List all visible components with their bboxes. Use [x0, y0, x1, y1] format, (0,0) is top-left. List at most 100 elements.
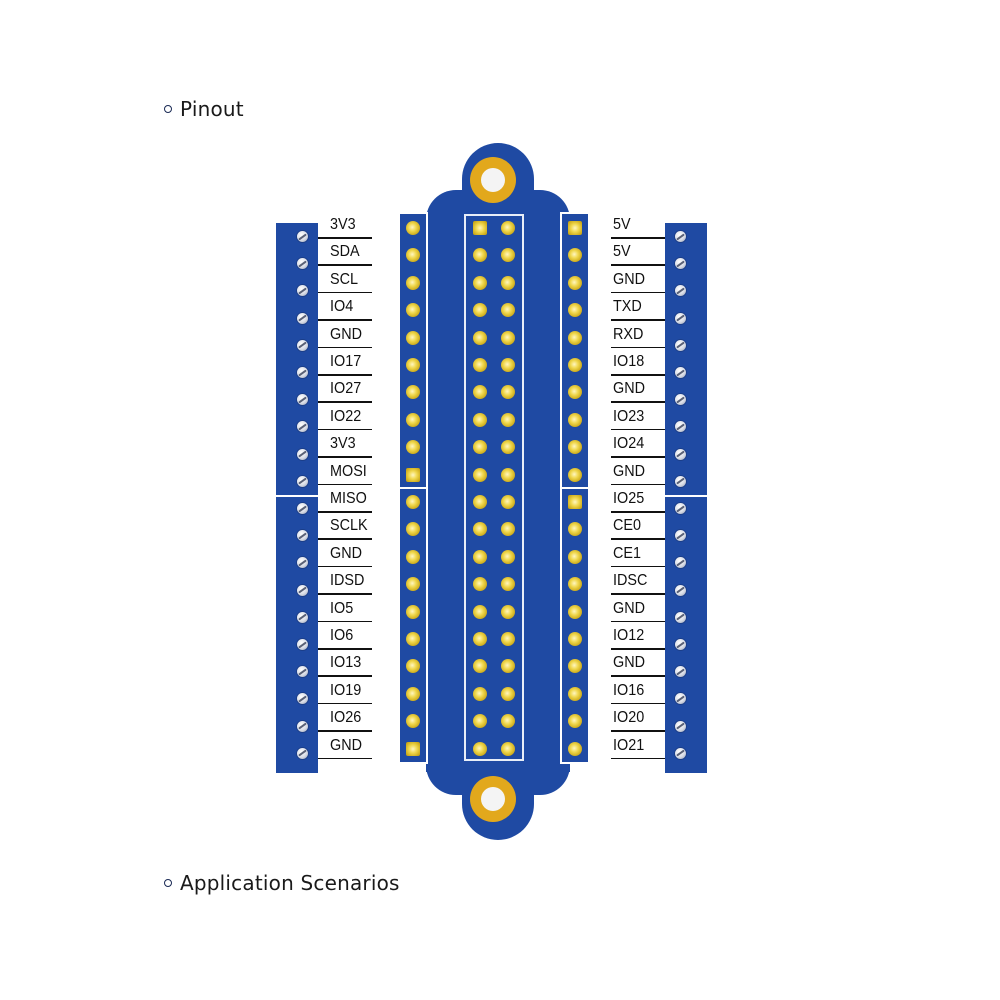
- left-label-leader-line: [318, 374, 372, 376]
- right-pin-label: GND: [613, 270, 646, 288]
- center-header-pin: [473, 549, 487, 564]
- center-header-pin: [501, 467, 515, 482]
- left-pin-label: SCL: [330, 270, 359, 288]
- left-header-pin: [406, 686, 420, 701]
- right-header-pin: [568, 440, 582, 455]
- center-header-pin: [473, 275, 487, 290]
- right-pin-label: GND: [613, 654, 646, 672]
- center-header-pin: [473, 495, 487, 509]
- left-header-pin: [406, 632, 420, 646]
- right-header-pin: [568, 522, 582, 537]
- center-header-pin: [501, 577, 515, 592]
- left-header-pin: [406, 248, 420, 263]
- center-header-pin: [501, 714, 515, 729]
- left-pin-label: IO26: [330, 709, 362, 727]
- left-pin-label: 3V3: [330, 216, 356, 233]
- left-header-pin: [406, 275, 420, 290]
- center-header-pin: [473, 412, 487, 427]
- right-pin-label: GND: [613, 380, 646, 398]
- right-label-leader-line: [611, 401, 665, 403]
- left-header-pin: [406, 577, 420, 592]
- left-label-leader-line: [318, 511, 372, 513]
- right-screw-terminal-top: [665, 223, 707, 495]
- right-pin-label: GND: [613, 462, 646, 480]
- center-header-pin: [501, 248, 515, 263]
- right-header-pin: [568, 248, 582, 263]
- left-label-leader-line: [318, 401, 372, 403]
- left-pin-label: SDA: [330, 243, 360, 261]
- left-header-pin: [406, 221, 420, 235]
- left-pin-label: GND: [330, 544, 363, 562]
- center-header-pin: [473, 467, 487, 482]
- left-pin-label: SCLK: [330, 517, 368, 535]
- right-header-pin: [568, 412, 582, 427]
- center-header-pin: [501, 358, 515, 372]
- right-label-leader-line: [611, 538, 665, 540]
- right-label-leader-line: [611, 620, 665, 623]
- center-header-pin: [473, 741, 487, 756]
- right-label-leader-line: [611, 264, 665, 266]
- pinout-heading: Pinout: [164, 97, 244, 121]
- center-header-pin: [501, 303, 515, 318]
- center-header-pin: [501, 659, 515, 674]
- left-label-leader-line: [318, 648, 372, 650]
- right-pin-label: IO18: [613, 353, 645, 370]
- left-header-pin: [406, 330, 420, 345]
- left-header-pin: [406, 604, 420, 619]
- left-header-pin: [406, 741, 420, 756]
- right-header-pin: [568, 604, 582, 619]
- left-label-leader-line: [318, 291, 372, 294]
- bullet-icon: [164, 104, 172, 113]
- right-screw-terminal-bottom: [665, 497, 707, 773]
- center-header-pin: [501, 686, 515, 701]
- center-header-pin: [501, 330, 515, 345]
- center-header-pin: [501, 385, 515, 400]
- right-label-leader-line: [611, 702, 665, 705]
- left-label-leader-line: [318, 319, 372, 321]
- right-label-leader-line: [611, 291, 665, 294]
- center-header-pin: [473, 330, 487, 345]
- left-label-leader-line: [318, 593, 372, 595]
- left-pin-label: GND: [330, 325, 363, 343]
- left-pin-label: IO6: [330, 627, 354, 644]
- left-pin-label: MISO: [330, 490, 367, 507]
- left-header-pin: [406, 522, 420, 537]
- left-header-pin: [406, 467, 420, 482]
- center-header-outline: [464, 214, 524, 761]
- left-header-pin: [406, 440, 420, 455]
- right-header-pin: [568, 358, 582, 372]
- left-label-leader-line: [318, 237, 372, 239]
- center-header-pin: [473, 577, 487, 592]
- left-label-leader-line: [318, 264, 372, 266]
- center-header-pin: [473, 385, 487, 400]
- left-label-leader-line: [318, 730, 372, 732]
- pinout-heading-text: Pinout: [180, 97, 244, 121]
- right-label-leader-line: [611, 757, 665, 760]
- center-header-pin: [473, 659, 487, 674]
- right-header-pin: [568, 577, 582, 592]
- left-header-pin: [406, 549, 420, 564]
- pcb-body: [426, 212, 570, 772]
- left-pin-label: IO13: [330, 654, 362, 672]
- right-label-leader-line: [611, 565, 665, 568]
- center-header-pin: [473, 303, 487, 318]
- left-pin-label: IO4: [330, 298, 354, 316]
- left-header-pin: [406, 385, 420, 400]
- left-header-pin: [406, 659, 420, 674]
- left-pin-label: 3V3: [330, 435, 356, 453]
- left-pin-label: IO27: [330, 380, 362, 398]
- right-pin-label: IDSC: [613, 572, 648, 590]
- center-header-pin: [501, 440, 515, 455]
- left-label-leader-line: [318, 346, 372, 349]
- center-header-pin: [501, 741, 515, 756]
- right-header-pin: [568, 303, 582, 318]
- right-pin-label: IO12: [613, 627, 645, 644]
- center-header-pin: [473, 714, 487, 729]
- right-header-pin: [568, 495, 582, 509]
- right-header-pin: [568, 467, 582, 482]
- right-label-leader-line: [611, 675, 665, 677]
- left-pin-label: IO5: [330, 599, 354, 617]
- right-pin-label: 5V: [613, 243, 631, 261]
- left-header-pin: [406, 714, 420, 729]
- left-label-leader-line: [318, 702, 372, 705]
